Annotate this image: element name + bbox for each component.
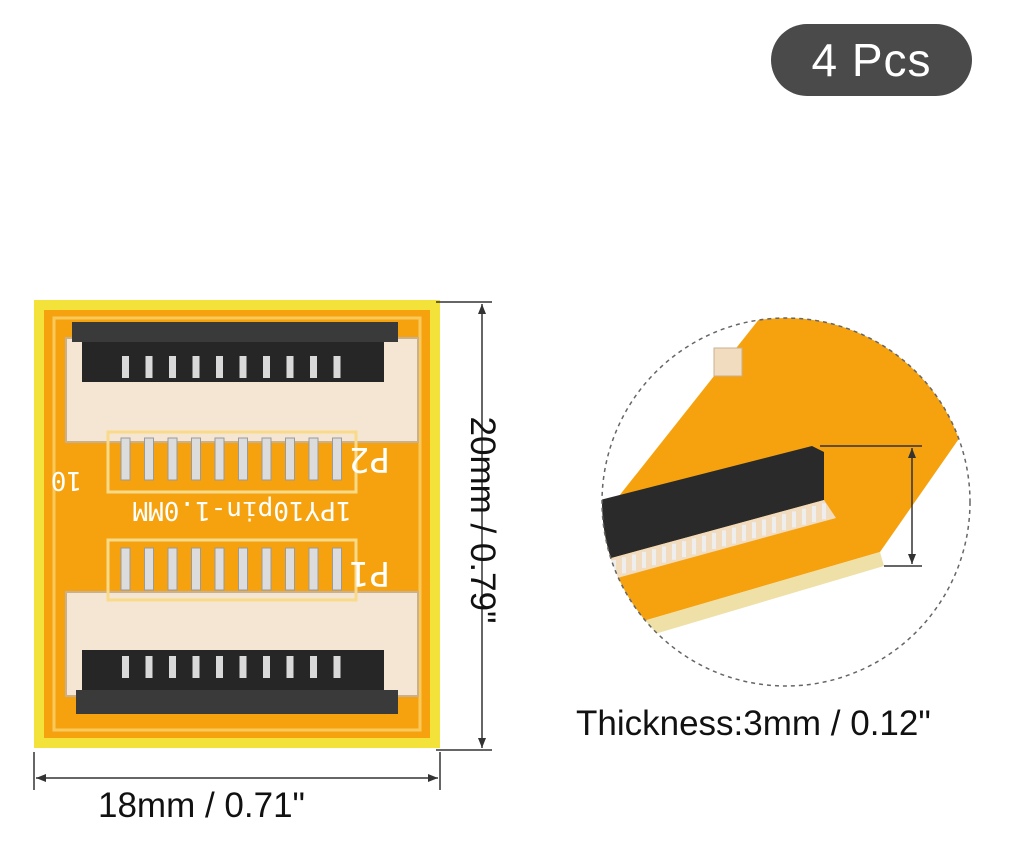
detail-pin (752, 522, 756, 539)
bottom-solder-pad (238, 547, 248, 591)
connector-label-p1: P1 (349, 553, 390, 593)
top-contact-pin (286, 356, 294, 378)
top-solder-pad (285, 437, 295, 481)
bottom-solder-pad (144, 547, 154, 591)
detail-pin (662, 546, 666, 563)
bottom-contact-pin (192, 656, 200, 678)
width-arrow-left (36, 774, 46, 782)
detail-connector-latch (602, 446, 824, 560)
thickness-dimension-lines (820, 445, 922, 567)
detail-pin (712, 533, 716, 549)
detail-pin (682, 541, 686, 558)
bottom-solder-pad (191, 547, 201, 591)
bottom-contact-pin (310, 656, 317, 678)
top-solder-pad (214, 437, 225, 481)
top-contact-pin (145, 356, 153, 378)
bottom-contact-pin (333, 656, 341, 678)
top-solder-pad (332, 437, 342, 481)
detail-pin (812, 506, 816, 522)
detail-pin (672, 543, 676, 560)
connector-label-p2: P2 (349, 439, 390, 479)
top-pad-outline (106, 430, 358, 494)
bottom-solder-pad (214, 547, 225, 591)
top-contact-pin (310, 356, 317, 378)
detail-pcb-edge (640, 552, 884, 636)
bottom-contact-pin (286, 656, 294, 678)
bottom-solder-pad (167, 547, 178, 591)
top-connector-latch (72, 322, 398, 342)
bottom-connector-contacts (122, 656, 341, 678)
bottom-contact-pin (263, 656, 270, 678)
top-solder-pad (120, 437, 131, 481)
width-arrow-right (428, 774, 438, 782)
pcb-board: 1PY10pin-1.0MM 10 P2 P1 (34, 300, 440, 748)
pin-one-label: 10 (51, 465, 82, 495)
detail-pin (782, 514, 786, 531)
height-arrow-bottom (478, 738, 486, 748)
quantity-label: 4 Pcs (811, 34, 932, 86)
detail-pin (642, 551, 646, 568)
detail-pin (792, 511, 796, 528)
top-contact-pin (122, 356, 129, 378)
detail-pin (802, 508, 806, 525)
height-arrow-top (478, 304, 486, 314)
bottom-contact-pin (122, 656, 129, 678)
bottom-contact-pin (239, 656, 247, 678)
top-solder-pad (308, 437, 319, 481)
top-contact-pin (239, 356, 247, 378)
bottom-pad-outline (106, 538, 358, 602)
pcb-outline-silk (52, 316, 422, 732)
bottom-solder-pad (308, 547, 319, 591)
bottom-solder-pad (285, 547, 295, 591)
thickness-detail (602, 318, 970, 686)
detail-pin (692, 538, 696, 555)
bottom-connector (65, 538, 419, 714)
bottom-connector-latch (76, 690, 398, 714)
detail-top-connector (713, 347, 743, 377)
detail-pin (722, 530, 726, 547)
detail-pin (632, 554, 636, 571)
detail-pin (742, 524, 746, 541)
top-contact-pin (169, 356, 176, 378)
bottom-contact-pin (169, 656, 176, 678)
bottom-solder-pad (261, 547, 272, 591)
height-label: 20mm / 0.79" (463, 416, 502, 624)
quantity-badge: 4 Pcs (771, 24, 972, 96)
dimension-lines (33, 301, 492, 790)
detail-pin (622, 557, 626, 574)
detail-pin (772, 516, 776, 533)
bottom-contact-pin (216, 656, 223, 678)
top-contact-pin (192, 356, 200, 378)
bottom-solder-pad (120, 547, 131, 591)
top-connector (65, 322, 419, 494)
top-solder-pads (120, 437, 342, 481)
top-contact-pin (263, 356, 270, 378)
silkscreen-text: 1PY10pin-1.0MM (132, 495, 351, 525)
top-solder-pad (167, 437, 178, 481)
thickness-label: Thickness:3mm / 0.12" (576, 704, 931, 743)
thickness-arrow-top (908, 448, 916, 458)
top-solder-pad (144, 437, 154, 481)
top-solder-pad (261, 437, 272, 481)
top-contact-pin (333, 356, 341, 378)
detail-circle-outline (601, 317, 971, 687)
thickness-arrow-bottom (908, 554, 916, 564)
top-contact-pin (216, 356, 223, 378)
bottom-solder-pads (120, 547, 342, 591)
detail-pin (652, 549, 656, 566)
width-label: 18mm / 0.71" (98, 786, 305, 825)
detail-pin (612, 560, 616, 576)
top-solder-pad (191, 437, 201, 481)
detail-pin (822, 503, 826, 520)
detail-pin (762, 519, 766, 536)
detail-pin (702, 535, 706, 552)
top-connector-contacts (122, 356, 341, 378)
detail-pin (732, 527, 736, 544)
silkscreen-group: 1PY10pin-1.0MM 10 P2 P1 (51, 439, 390, 593)
bottom-solder-pad (332, 547, 342, 591)
bottom-contact-pin (145, 656, 153, 678)
detail-connector-pins (612, 503, 826, 576)
top-solder-pad (238, 437, 248, 481)
